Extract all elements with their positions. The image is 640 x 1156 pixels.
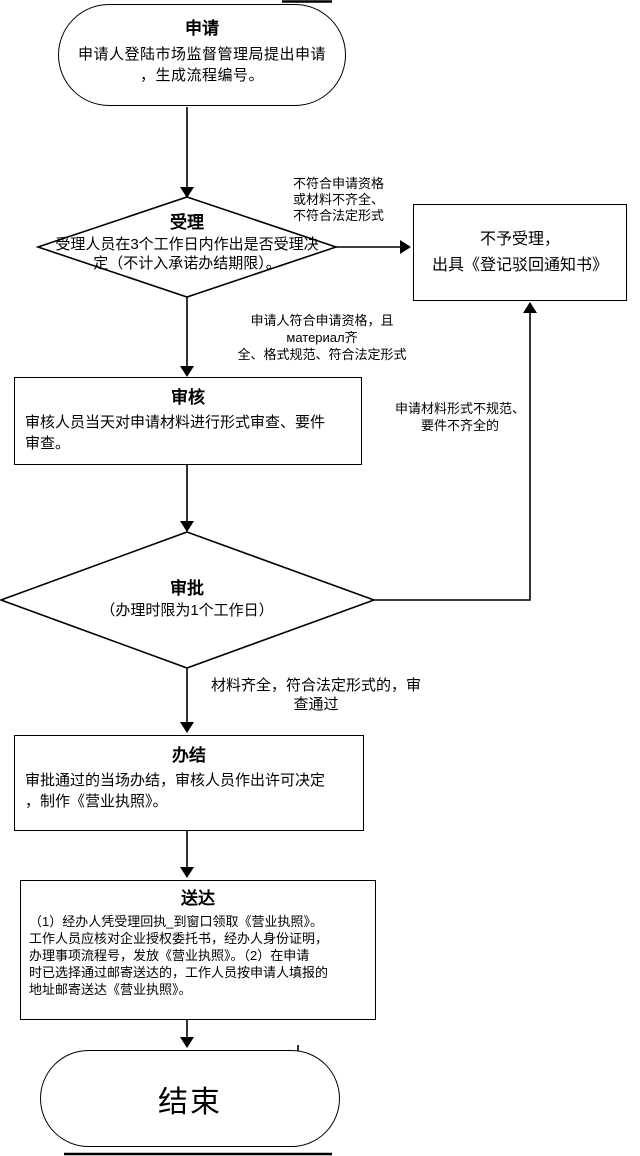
start-node-title: 申请 (185, 19, 219, 38)
arrow-accept-review-head (180, 366, 194, 377)
accept-decision-body: 受理人员在3个工作日内作出是否受理决 定（不计入承诺办结期限）。 (55, 236, 319, 272)
arrow-complete-deliver-head (180, 867, 194, 878)
reject-node: 不予受理， 出具《登记驳回通知书》 (413, 204, 627, 301)
review-node: 审核 审核人员当天对申请材料进行形式审查、要件 审查。 (14, 377, 362, 465)
approve-decision-subtitle: （办理时限为1个工作日） (100, 602, 274, 619)
arrow-deliver-end-head (180, 1037, 194, 1048)
start-node: 申请 申请人登陆市场监督管理局提出申请 ，生成流程编号。 (58, 4, 346, 106)
edge-label-to-review: 申请人符合申请资格，且материал齐 全、格式规范、符合法定形式 (237, 313, 407, 362)
deliver-node-title: 送达 (181, 889, 215, 908)
review-node-title: 审核 (171, 388, 205, 407)
edge-label-to-complete: 材料齐全，符合法定形式的，审 查通过 (210, 677, 421, 713)
reject-node-text: 不予受理， 出具《登记驳回通知书》 (431, 230, 608, 274)
complete-node-title: 办结 (172, 746, 206, 765)
edge-label-approve-to-reject: 申请材料形式不规范、 要件不齐全的 (394, 401, 525, 433)
edge-label-to-reject: 不符合申请资格 或材料不齐全、 不符合法定形式 (293, 176, 385, 223)
review-node-body: 审核人员当天对申请材料进行形式审查、要件 审查。 (25, 414, 326, 452)
complete-node-body: 审批通过的当场办结，审核人员作出许可决定 ，制作《营业执照》。 (25, 772, 326, 810)
arrow-start-accept-head (180, 187, 194, 198)
approve-decision-title: 审批 (170, 579, 204, 598)
arrow-approve-reject-head (523, 302, 537, 313)
end-node: 结束 (40, 1050, 340, 1147)
deliver-node-body: （1）经办人凭受理回执_到窗口领取《营业执照》。 工作人员应核对企业授权委托书，… (29, 914, 329, 997)
arrow-review-approve-head (180, 521, 194, 532)
start-node-body: 申请人登陆市场监督管理局提出申请 ，生成流程编号。 (77, 46, 326, 84)
arrow-approve-complete-head (180, 722, 194, 733)
deliver-node: 送达 （1）经办人凭受理回执_到窗口领取《营业执照》。 工作人员应核对企业授权委… (20, 880, 376, 1020)
approve-decision-label: 审批 （办理时限为1个工作日） (20, 577, 354, 621)
arrow-accept-reject-head (400, 240, 411, 254)
end-node-title: 结束 (158, 1085, 222, 1119)
complete-node: 办结 审批通过的当场办结，审核人员作出许可决定 ，制作《营业执照》。 (14, 735, 364, 831)
